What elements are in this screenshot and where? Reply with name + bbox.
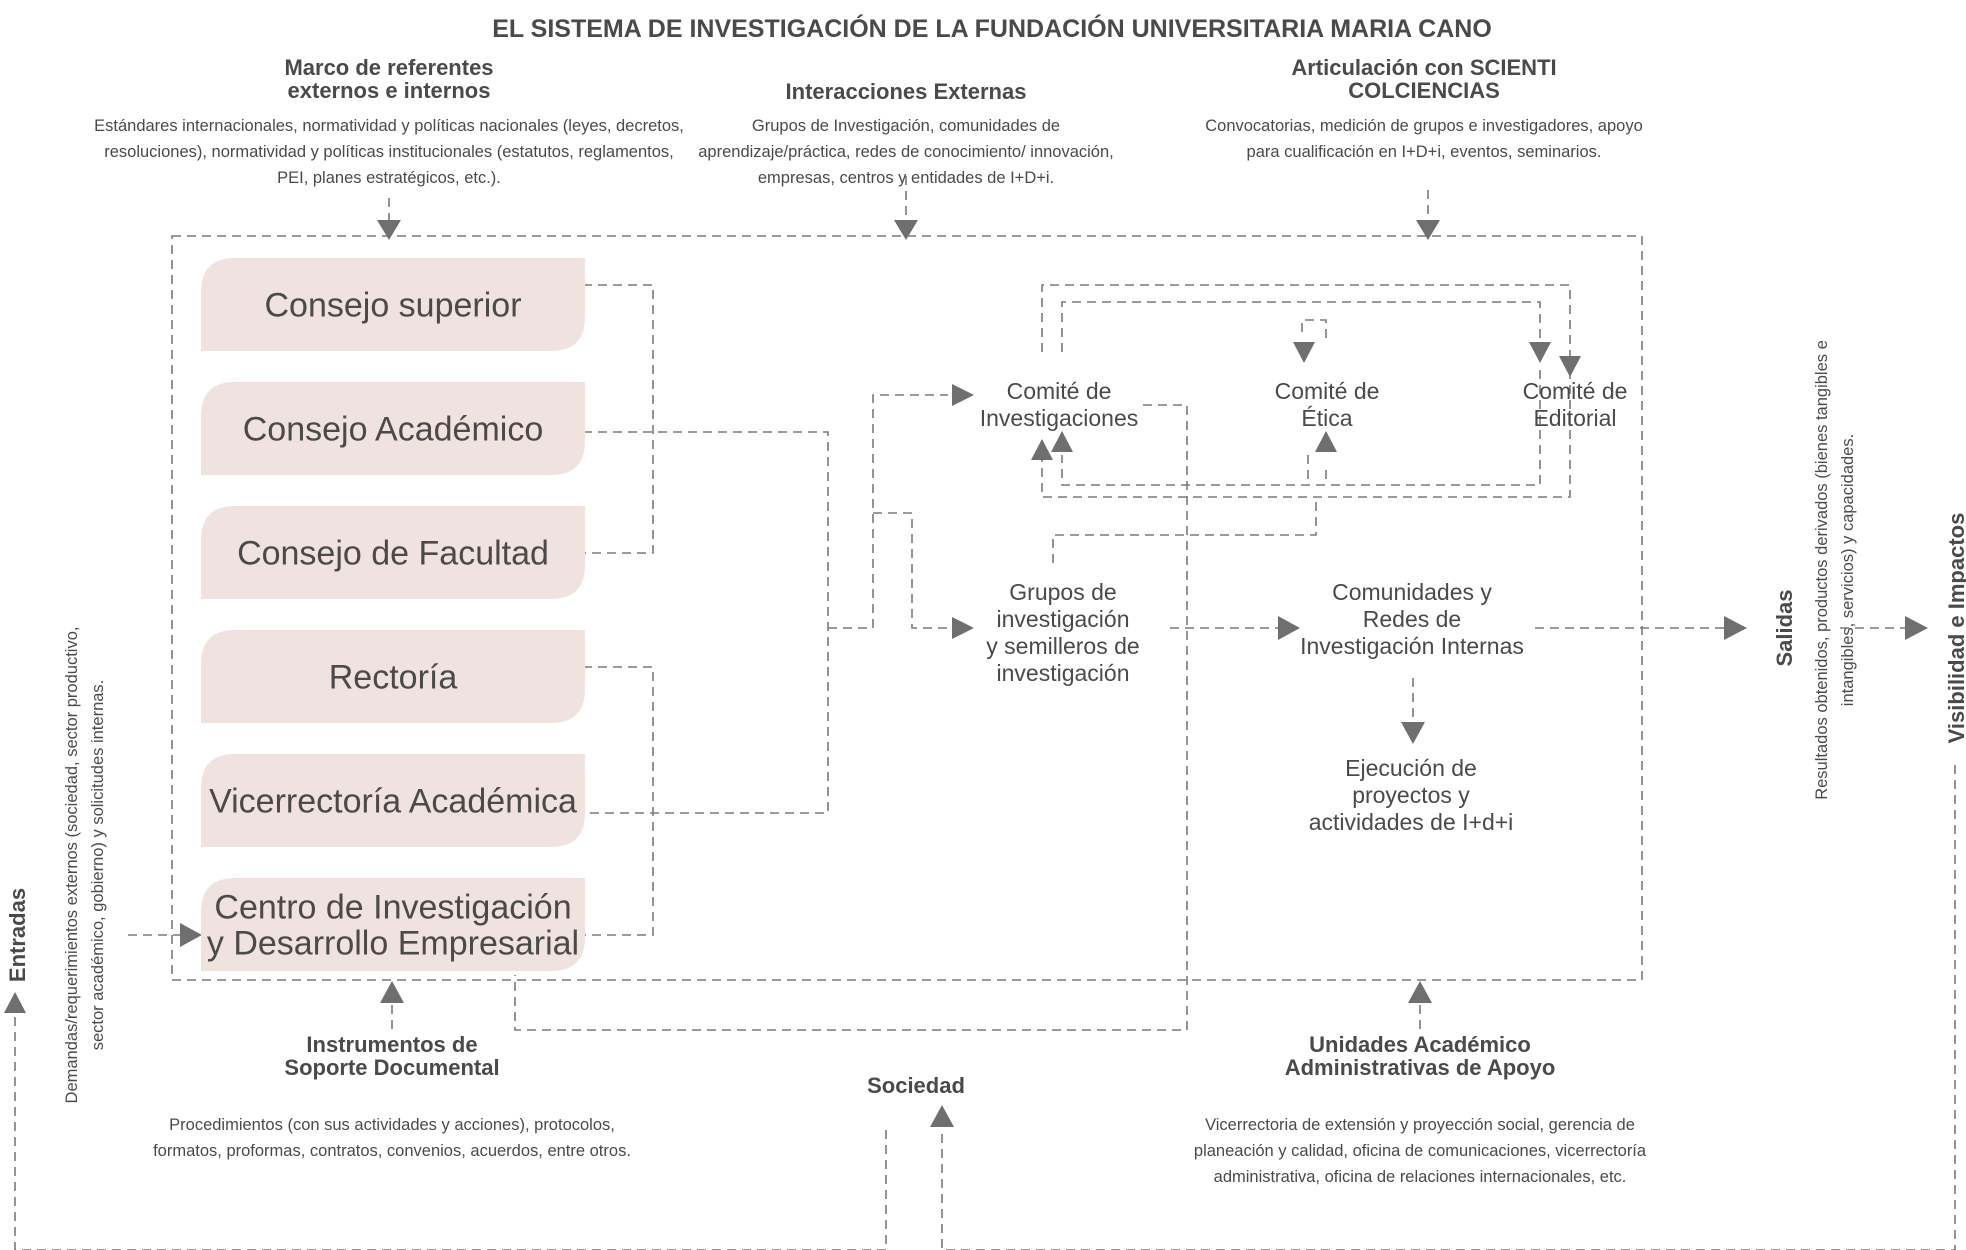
- governance-box: Consejo de Facultad: [201, 506, 585, 599]
- governance-box: Consejo superior: [201, 258, 585, 351]
- arrow-interacciones-down: [894, 220, 918, 240]
- arrow-entradas-up: [4, 992, 26, 1013]
- arrow-up-investigaciones-2: [1051, 431, 1073, 452]
- governance-box-label: Rectoría: [329, 659, 458, 697]
- unidades-description: Vicerrectoria de extensión y proyección …: [1194, 1116, 1647, 1186]
- arrow-unidades-up: [1408, 981, 1432, 1003]
- arrow-into-execution: [1401, 722, 1425, 744]
- sociedad-heading: Sociedad: [867, 1073, 965, 1098]
- loop-inner-top: [1061, 301, 1541, 352]
- entradas-description: Demandas/requerimientos externos (socied…: [63, 627, 107, 1104]
- visibilidad-heading: Visibilidad e Impactos: [1944, 513, 1966, 744]
- governance-box-label: Vicerrectoría Académica: [209, 783, 577, 821]
- arrow-into-etica: [1293, 342, 1315, 363]
- governance-box-label: Consejo Académico: [243, 411, 544, 449]
- instrumentos-description: Procedimientos (con sus actividades y ac…: [153, 1116, 631, 1160]
- arrow-into-communities: [1278, 616, 1300, 640]
- loop-outer-top: [1041, 284, 1571, 358]
- arrow-up-etica: [1315, 431, 1337, 452]
- articulacion-description: Convocatorias, medición de grupos e inve…: [1205, 117, 1643, 161]
- connector-to-committee: [828, 394, 948, 629]
- arrow-into-salidas: [1724, 616, 1747, 640]
- connector-committee-to-centro: [514, 404, 1188, 1031]
- loop-visibilidad-sociedad: [941, 765, 1956, 1250]
- governance-box: Rectoría: [201, 630, 585, 723]
- loop-outer-bottom: [1041, 370, 1571, 498]
- arrow-into-committee: [952, 384, 974, 406]
- arrow-into-visibilidad: [1905, 616, 1928, 640]
- arrow-into-editorial-2: [1559, 356, 1581, 377]
- arrow-into-groups: [952, 617, 974, 639]
- arrow-up-investigaciones-1: [1031, 439, 1053, 460]
- arrowheads: [4, 220, 1928, 1127]
- governance-box-shape: [201, 382, 585, 475]
- salidas-description: Resultados obtenidos, productos derivado…: [1813, 340, 1857, 800]
- governance-box-shape: [201, 506, 585, 599]
- arrow-into-centro: [180, 923, 202, 947]
- salidas-heading: Salidas: [1772, 589, 1797, 666]
- marco-description: Estándares internacionales, normatividad…: [94, 117, 684, 187]
- governance-box-shape: [201, 258, 585, 351]
- governance-box-label: Consejo superior: [264, 287, 521, 325]
- governance-box: Consejo Académico: [201, 382, 585, 475]
- arrow-articulacion-down: [1416, 220, 1440, 240]
- interacciones-heading: Interacciones Externas: [786, 79, 1027, 104]
- connector-rectoria-centro: [583, 666, 654, 936]
- loop-sociedad-entradas: [14, 1010, 887, 1250]
- entradas-heading: Entradas: [5, 888, 30, 982]
- connector-groups-up: [1052, 497, 1317, 563]
- governance-box-shape: [201, 630, 585, 723]
- loop-etica-top: [1301, 319, 1327, 340]
- governance-box: Vicerrectoría Académica: [201, 754, 585, 847]
- arrow-instrumentos-up: [380, 981, 404, 1003]
- arrow-into-editorial-1: [1529, 342, 1551, 363]
- governance-box-label: Consejo de Facultad: [237, 535, 549, 573]
- connector-superior-facultad: [583, 284, 654, 554]
- governance-box-shape: [201, 754, 585, 847]
- connector-academico-vicerrectoria: [583, 431, 829, 814]
- governance-box-shape: [201, 878, 585, 971]
- arrow-sociedad-up: [930, 1105, 954, 1127]
- loop-inner-bottom: [1061, 370, 1541, 486]
- diagram-title: EL SISTEMA DE INVESTIGACIÓN DE LA FUNDAC…: [492, 13, 1492, 43]
- connector-to-groups: [873, 512, 948, 629]
- arrow-marco-down: [377, 220, 401, 240]
- connector-lines: [14, 176, 1956, 1250]
